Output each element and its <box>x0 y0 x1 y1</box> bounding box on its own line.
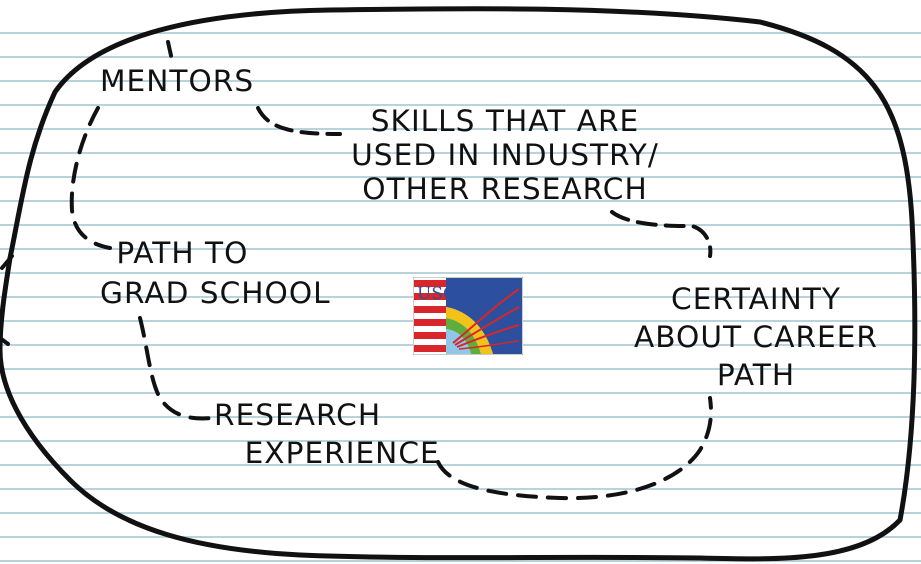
node-research-experience: RESEARCH EXPERIENCE <box>214 398 440 470</box>
connector-research-certainty <box>436 396 713 501</box>
node-skills-line-3: OTHER RESEARCH <box>362 172 648 206</box>
node-certainty-line-1: CERTAINTY <box>671 282 841 316</box>
node-certainty-line-2: ABOUT CAREER <box>633 320 879 354</box>
connector-skills-certainty <box>610 210 713 258</box>
node-mentors-label: MENTORS <box>100 64 255 98</box>
uscms-logo-icon: USCMS <box>412 276 524 356</box>
node-certainty: CERTAINTY ABOUT CAREER PATH <box>630 282 883 392</box>
connector-top <box>166 40 174 62</box>
connector-mentors-skills <box>256 106 342 136</box>
node-skills-line-1: SKILLS THAT ARE <box>370 104 640 138</box>
node-research-line-2: EXPERIENCE <box>244 436 440 470</box>
node-grad-line-1: PATH TO <box>116 236 249 270</box>
node-skills: SKILLS THAT ARE USED IN INDUSTRY/ OTHER … <box>337 104 674 206</box>
boundary-mark <box>0 254 14 346</box>
node-mentors: MENTORS <box>100 64 254 98</box>
outer-boundary <box>0 6 918 562</box>
node-research-line-1: RESEARCH <box>214 398 382 432</box>
connector-grad-research <box>138 316 214 421</box>
uscms-logo-text: USCMS <box>417 284 485 304</box>
node-skills-line-2: USED IN INDUSTRY/ <box>351 138 659 172</box>
node-certainty-line-3: PATH <box>716 358 796 392</box>
node-grad-line-2: GRAD SCHOOL <box>100 276 331 310</box>
connector-mentors-grad <box>69 106 112 250</box>
node-path-to-grad-school: PATH TO GRAD SCHOOL <box>100 236 331 310</box>
